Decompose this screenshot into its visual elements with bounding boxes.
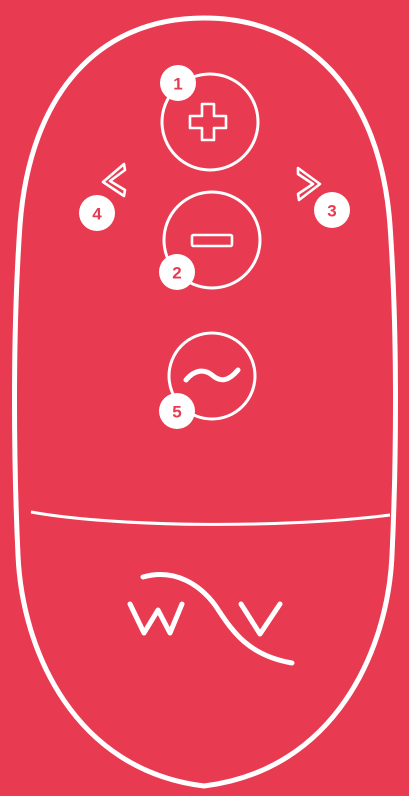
next-button[interactable]	[298, 168, 320, 200]
we-vibe-logo	[130, 575, 292, 663]
badge-3-label: 3	[327, 202, 336, 221]
badge-2-label: 2	[172, 264, 181, 283]
badge-1: 1	[160, 65, 196, 101]
wave-icon	[186, 370, 238, 380]
badge-2: 2	[159, 254, 195, 290]
badge-4: 4	[79, 195, 115, 231]
badge-4-label: 4	[92, 205, 102, 224]
badge-3: 3	[314, 192, 350, 228]
section-divider	[31, 512, 390, 524]
badge-5: 5	[159, 393, 195, 429]
badge-5-label: 5	[172, 403, 181, 422]
previous-button[interactable]	[103, 164, 125, 196]
minus-icon	[192, 235, 232, 246]
plus-icon	[190, 104, 226, 140]
remote-body-outline	[15, 18, 396, 786]
badge-1-label: 1	[173, 75, 182, 94]
